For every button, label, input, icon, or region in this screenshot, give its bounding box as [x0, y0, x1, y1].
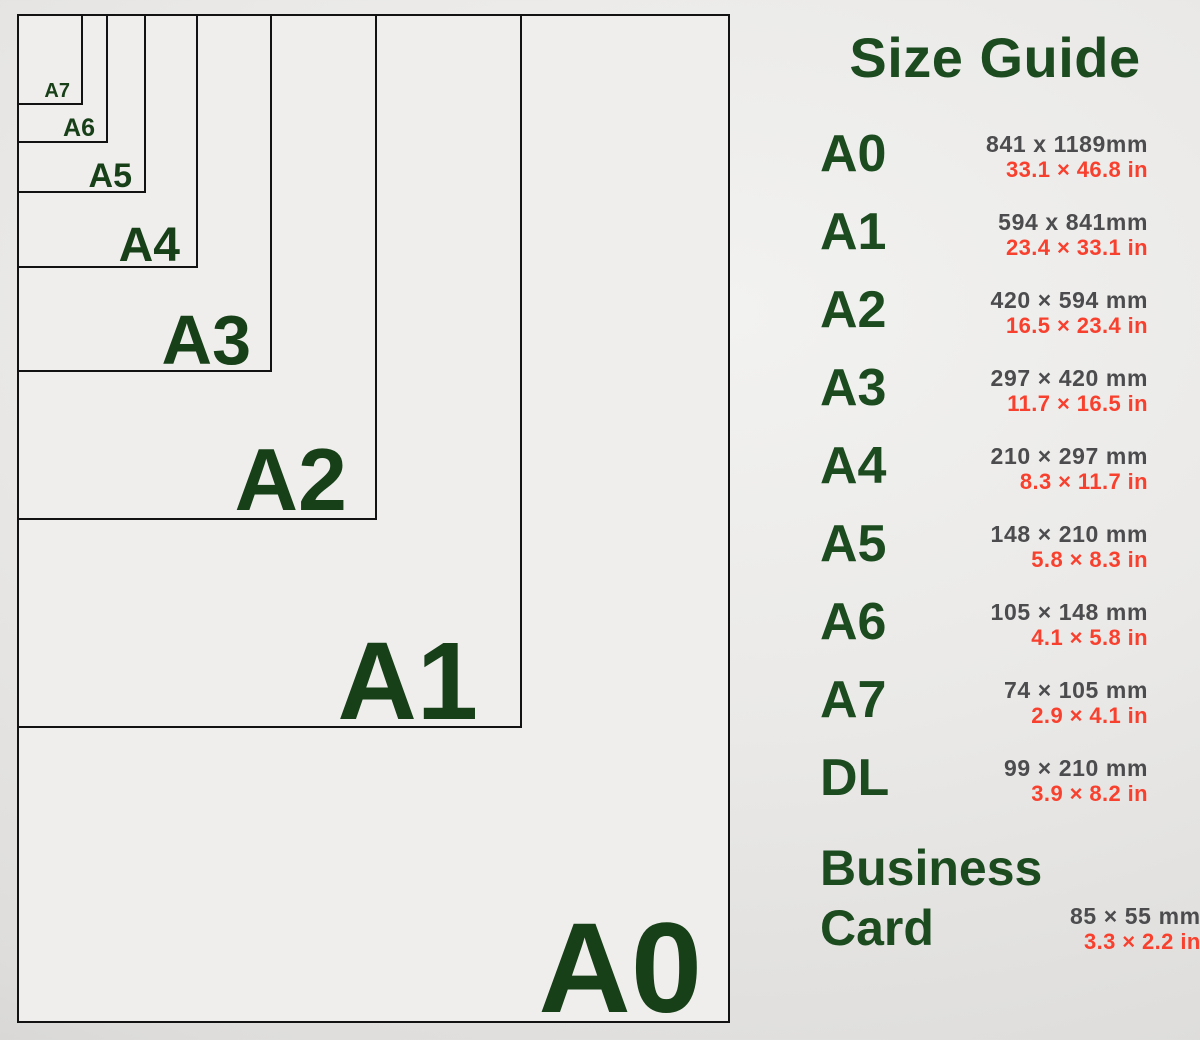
dimension-mm: 105 × 148 mm [990, 599, 1148, 625]
size-guide-panel: Size Guide A0 841 x 1189mm 33.1 × 46.8 i… [790, 0, 1200, 958]
dimension-in: 11.7 × 16.5 in [1007, 391, 1148, 416]
dimension-mm: 210 × 297 mm [990, 443, 1148, 469]
dimension-mm: 74 × 105 mm [1003, 677, 1148, 703]
size-row-dl: DL 99 × 210 mm 3.9 × 8.2 in [820, 749, 1148, 832]
diagram-label-a1: A1 [337, 620, 478, 743]
a5-rectangle: A5 [19, 16, 146, 193]
a1-rectangle: A1 [19, 16, 522, 737]
diagram-label-a0: A0 [538, 897, 702, 1040]
dimension-mm: 420 × 594 mm [990, 287, 1148, 313]
size-dimensions-a6: 105 × 148 mm 4.1 × 5.8 in [991, 598, 1148, 650]
a6-rectangle: A6 [19, 16, 108, 143]
dimension-mm: 297 × 420 mm [990, 365, 1148, 391]
size-row-a5: A5 148 × 210 mm 5.8 × 8.3 in [820, 515, 1148, 598]
dimension-in: 33.1 × 46.8 in [1006, 157, 1148, 182]
diagram-label-a5: A5 [88, 157, 132, 195]
size-row-a1: A1 594 x 841mm 23.4 × 33.1 in [820, 203, 1148, 286]
a7-rectangle: A7 [19, 16, 83, 105]
size-dimensions-a7: 74 × 105 mm 2.9 × 4.1 in [1004, 676, 1148, 728]
dimension-in: 3.9 × 8.2 in [1031, 781, 1148, 806]
dimension-in: 16.5 × 23.4 in [1006, 313, 1148, 338]
size-row-a6: A6 105 × 148 mm 4.1 × 5.8 in [820, 593, 1148, 676]
dimension-in: 8.3 × 11.7 in [1019, 469, 1148, 494]
size-dimensions-a5: 148 × 210 mm 5.8 × 8.3 in [991, 520, 1148, 572]
dimension-in: 3.3 × 2.2 in [1083, 929, 1200, 954]
size-label-a5: A5 [820, 515, 887, 573]
size-dimensions-a4: 210 × 297 mm 8.3 × 11.7 in [991, 442, 1148, 494]
dimension-mm: 148 × 210 mm [990, 521, 1148, 547]
size-dimensions-a3: 297 × 420 mm 11.7 × 16.5 in [991, 364, 1148, 416]
dimension-mm: 841 x 1189mm [986, 131, 1148, 157]
size-row-a0: A0 841 x 1189mm 33.1 × 46.8 in [820, 125, 1148, 208]
size-label-a3: A3 [820, 359, 887, 417]
size-dimensions-business-card: 85 × 55 mm 3.3 × 2.2 in [1070, 902, 1200, 958]
a4-rectangle: A4 [19, 16, 198, 272]
a2-rectangle: A2 [19, 16, 377, 524]
size-row-a2: A2 420 × 594 mm 16.5 × 23.4 in [820, 281, 1148, 364]
dimension-in: 5.8 × 8.3 in [1031, 547, 1148, 572]
size-label-a6: A6 [820, 593, 887, 651]
size-label-business-card: Business Card [820, 840, 1043, 956]
size-label-dl: DL [820, 749, 890, 807]
diagram-label-a6: A6 [63, 114, 95, 142]
size-row-a4: A4 210 × 297 mm 8.3 × 11.7 in [820, 437, 1148, 520]
diagram-label-a3: A3 [161, 301, 251, 379]
size-label-a4: A4 [820, 437, 887, 495]
size-row-a3: A3 297 × 420 mm 11.7 × 16.5 in [820, 359, 1148, 442]
size-label-a2: A2 [820, 281, 887, 339]
size-row-a7: A7 74 × 105 mm 2.9 × 4.1 in [820, 671, 1148, 754]
paper-size-diagram: A0 A1 A2 A3 A4 A5 A6 A7 [17, 14, 730, 1033]
dimension-mm: 594 x 841mm [998, 209, 1148, 235]
diagram-label-a7: A7 [44, 80, 70, 102]
dimension-in: 2.9 × 4.1 in [1031, 703, 1148, 728]
dimension-mm: 85 × 55 mm [1070, 903, 1200, 929]
diagram-label-a4: A4 [118, 219, 180, 272]
size-dimensions-a0: 841 x 1189mm 33.1 × 46.8 in [986, 130, 1148, 182]
size-dimensions-a2: 420 × 594 mm 16.5 × 23.4 in [991, 286, 1148, 338]
size-guide-title: Size Guide [849, 26, 1141, 89]
size-dimensions-dl: 99 × 210 mm 3.9 × 8.2 in [1004, 754, 1148, 806]
a3-rectangle: A3 [19, 16, 272, 379]
size-label-a1: A1 [820, 203, 887, 261]
size-label-a7: A7 [820, 671, 887, 729]
size-row-business-card: Business Card 85 × 55 mm 3.3 × 2.2 in [820, 832, 1200, 958]
size-label-a0: A0 [820, 125, 887, 183]
size-dimensions-a1: 594 x 841mm 23.4 × 33.1 in [998, 208, 1148, 260]
dimension-in: 23.4 × 33.1 in [1006, 235, 1148, 260]
dimension-mm: 99 × 210 mm [1003, 755, 1148, 781]
dimension-in: 4.1 × 5.8 in [1031, 625, 1148, 650]
diagram-label-a2: A2 [234, 430, 348, 529]
